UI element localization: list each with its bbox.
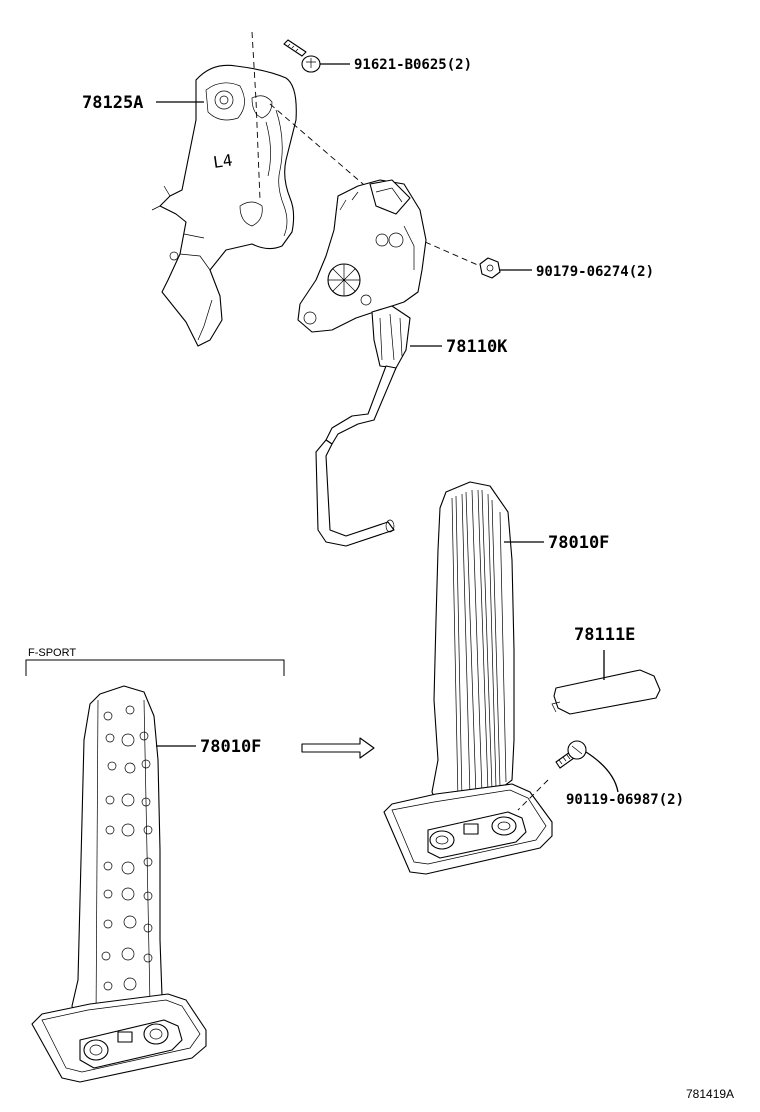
label-78125a: 78125A (82, 93, 143, 113)
label-78010f-std: 78010F (548, 533, 609, 553)
label-78010f-fsport: 78010F (200, 737, 261, 757)
screw-icon (555, 740, 587, 769)
bolt-icon (283, 39, 321, 73)
fsport-bracket-line (25, 659, 285, 676)
label-f-sport: F-SPORT (28, 647, 76, 659)
cover-78111e (551, 669, 661, 715)
label-90179-06274: 90179-06274(2) (536, 264, 654, 280)
label-90119-06987: 90119-06987(2) (566, 792, 684, 808)
label-91621-b0625: 91621-B0625(2) (354, 57, 472, 73)
assembly-line (251, 31, 261, 201)
bracket-mark-text: L4 (212, 150, 234, 171)
bracket-78125a (151, 64, 297, 347)
label-78111e: 78111E (574, 625, 635, 645)
leader-line-screw (585, 751, 619, 793)
assembly-line (415, 237, 481, 267)
assembly-line (517, 779, 549, 811)
nut-icon (479, 257, 501, 279)
label-78110k: 78110K (446, 337, 508, 357)
perforation-holes (101, 705, 153, 991)
fsport-pedal-pad (31, 685, 207, 1083)
pedal-arm-78110k (297, 179, 427, 547)
pedal-pad-78010f (383, 481, 553, 875)
arrow-right-icon (301, 737, 375, 759)
catalog-code: 781419A (686, 1087, 734, 1101)
